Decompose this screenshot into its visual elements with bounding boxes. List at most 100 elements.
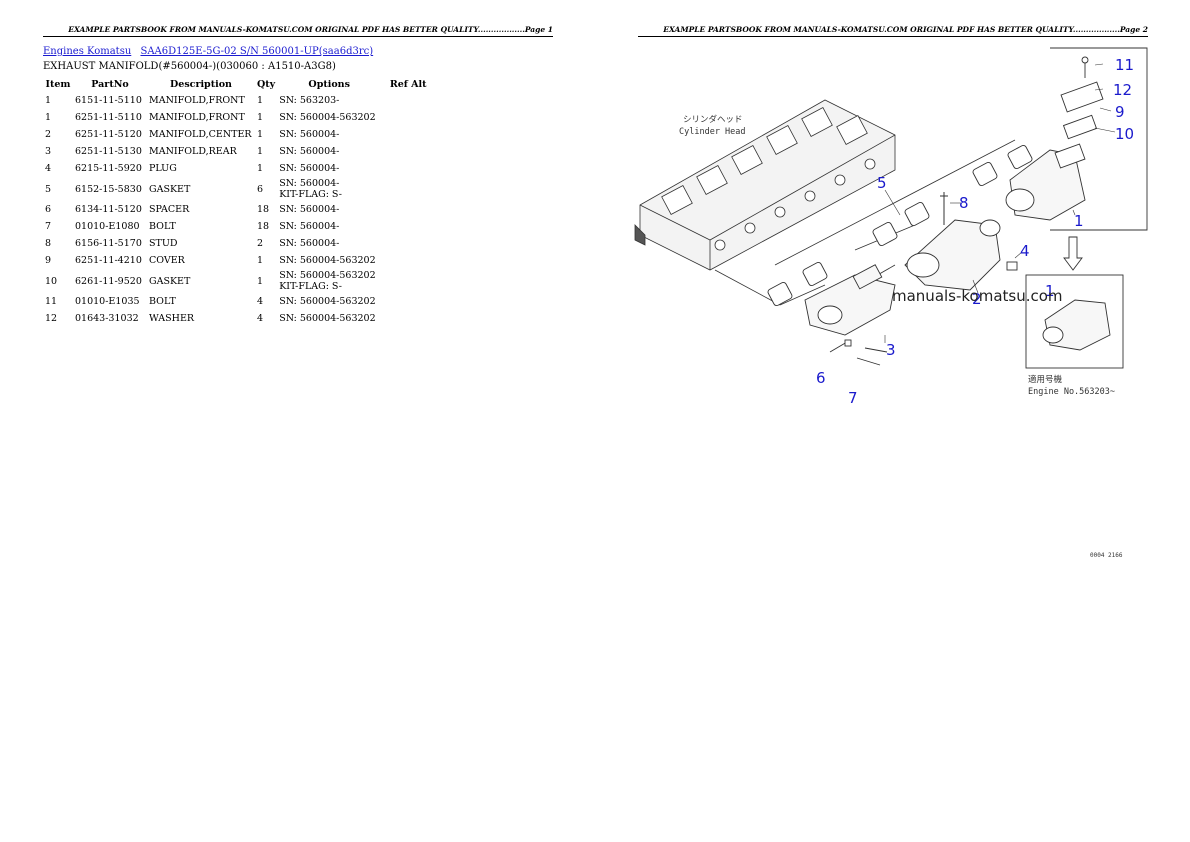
watermark: manuals-komatsu.com	[892, 287, 1063, 305]
option-line: SN: 560004-	[279, 221, 340, 232]
section-title: EXHAUST MANIFOLD(#560004-)(030060 : A151…	[43, 61, 336, 72]
cell-qty: 1	[257, 255, 264, 266]
cell-description: SPACER	[149, 204, 190, 215]
cell-description: STUD	[149, 238, 178, 249]
cell-qty: 1	[257, 275, 264, 287]
cell-part-number: 6152-15-5830	[75, 183, 142, 195]
right-page: EXAMPLE PARTSBOOK FROM MANUALS-KOMATSU.C…	[595, 0, 1190, 842]
cell-part-number: 6251-11-4210	[75, 255, 142, 266]
cell-options: SN: 560004-	[277, 143, 381, 160]
cell-qty: 2	[257, 238, 264, 249]
callout-1-inset: 1	[1045, 282, 1055, 300]
col-header-description: Description	[170, 78, 232, 90]
cell-description: BOLT	[149, 221, 176, 232]
cell-qty: 4	[257, 313, 264, 324]
manifold-center	[904, 219, 1001, 291]
col-header-ref-alt: Ref Alt	[389, 78, 427, 90]
option-line: SN: 560004-	[279, 146, 340, 157]
col-header-item: Item	[45, 78, 71, 90]
cell-ref-alt	[381, 218, 435, 235]
cell-options: SN: 560004-563202	[277, 109, 381, 126]
header-rule	[638, 36, 1148, 37]
cell-part-number: 6156-11-5170	[75, 238, 142, 249]
cell-qty: 18	[257, 221, 270, 232]
detail-inset-bottom	[1025, 274, 1124, 369]
cell-part-number: 6251-11-5110	[75, 112, 142, 123]
cell-ref-alt	[381, 126, 435, 143]
cell-ref-alt	[381, 269, 435, 293]
breadcrumb-link-model[interactable]: SAA6D125E-5G-02 S/N 560001-UP(saa6d3rc)	[140, 46, 374, 57]
cell-options: SN: 560004-KIT-FLAG: S-	[277, 177, 381, 201]
table-row: 7 01010-E1080 BOLT 18 SN: 560004-	[43, 218, 435, 235]
cell-qty: 1	[257, 95, 264, 106]
stud	[940, 192, 948, 225]
cell-item: 10	[45, 275, 58, 287]
cell-part-number: 6251-11-5120	[75, 129, 142, 140]
cell-item: 5	[45, 183, 52, 195]
option-kit-flag: KIT-FLAG: S-	[279, 281, 342, 292]
cell-item: 7	[45, 221, 52, 232]
cell-options: SN: 560004-	[277, 126, 381, 143]
callout-10: 10	[1115, 125, 1134, 143]
cell-item: 6	[45, 204, 52, 215]
cell-description: WASHER	[149, 313, 195, 324]
option-line: SN: 560004-563202	[279, 255, 376, 266]
cylinder-head-drawing	[634, 99, 896, 271]
cell-item: 1	[45, 112, 52, 123]
parts-table: Item PartNo Description Qty Options Ref …	[43, 76, 435, 327]
cell-qty: 1	[257, 129, 264, 140]
cell-item: 8	[45, 238, 52, 249]
spacer-and-bolt	[829, 339, 888, 366]
plug	[1006, 261, 1018, 271]
cell-ref-alt	[381, 92, 435, 109]
cell-description: PLUG	[149, 163, 177, 174]
cell-item: 2	[45, 129, 52, 140]
cell-options: SN: 560004-	[277, 160, 381, 177]
cylinder-head-label-en: Cylinder Head	[679, 127, 746, 137]
cell-options: SN: 563203-	[277, 92, 381, 109]
callout-12: 12	[1113, 81, 1132, 99]
option-line: SN: 560004-	[279, 178, 340, 189]
cell-item: 12	[45, 313, 58, 324]
cell-description: GASKET	[149, 183, 191, 195]
cell-description: COVER	[149, 255, 185, 266]
option-line: SN: 560004-563202	[279, 270, 376, 281]
cell-qty: 4	[257, 296, 264, 307]
exploded-diagram: シリンダヘッド Cylinder Head	[634, 47, 1148, 559]
col-header-options: Options	[308, 78, 350, 90]
cell-ref-alt	[381, 252, 435, 269]
callout-1: 1	[1074, 212, 1084, 230]
breadcrumb: Engines Komatsu SAA6D125E-5G-02 S/N 5600…	[43, 46, 379, 57]
cell-ref-alt	[381, 177, 435, 201]
cell-ref-alt	[381, 160, 435, 177]
figure-code: 0004 2166	[1090, 552, 1123, 559]
engine-number-note: Engine No.563203~	[1028, 387, 1115, 397]
option-line: SN: 560004-	[279, 204, 340, 215]
option-line: SN: 560004-563202	[279, 313, 376, 324]
gasket-set	[767, 144, 1033, 307]
callout-7: 7	[848, 389, 858, 407]
breadcrumb-link-engines[interactable]: Engines Komatsu	[43, 46, 132, 57]
cell-part-number: 6215-11-5920	[75, 163, 142, 174]
cell-ref-alt	[381, 293, 435, 310]
manifold-front	[1005, 143, 1086, 221]
option-line: SN: 560004-563202	[279, 112, 376, 123]
callout-2: 2	[972, 290, 982, 308]
cell-ref-alt	[381, 310, 435, 327]
cell-part-number: 01010-E1080	[75, 221, 140, 232]
cell-item: 4	[45, 163, 52, 174]
col-header-qty: Qty	[257, 78, 276, 90]
callout-3: 3	[886, 341, 896, 359]
cylinder-head-label-jp: シリンダヘッド	[683, 114, 743, 125]
cell-part-number: 6134-11-5120	[75, 204, 142, 215]
option-line: SN: 560004-	[279, 129, 340, 140]
cell-description: BOLT	[149, 296, 176, 307]
arrow-down	[1063, 236, 1083, 271]
callout-4: 4	[1020, 242, 1030, 260]
